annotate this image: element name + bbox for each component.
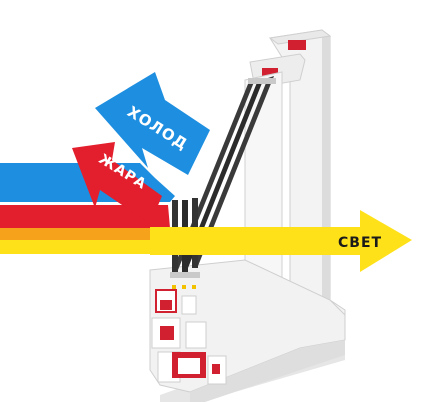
light-label: СВЕТ [338, 235, 382, 251]
light-band [0, 210, 412, 272]
heat-arrow-icon [0, 142, 170, 228]
orange-band [0, 228, 170, 240]
